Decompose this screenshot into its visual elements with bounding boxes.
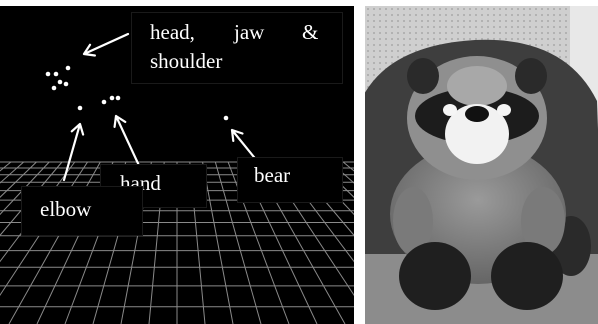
jaw-label-word: jaw [234,20,264,44]
grid-line-vertical [0,162,11,324]
shoulder-label: shoulder [150,49,222,73]
motion-marker [58,80,63,85]
motion-marker [224,116,229,121]
motion-marker [46,72,51,77]
motion-marker [78,106,83,111]
motion-marker [102,100,107,105]
grid-line-vertical [343,162,354,324]
elbow-label: elbow [40,197,91,221]
motion-marker [110,96,115,101]
head-arrow [84,34,128,56]
ampersand-label: & [302,20,318,44]
motion-marker [52,86,57,91]
raccoon-plush-illustration [365,6,598,324]
motion-capture-panel: head, jaw & shoulder hand bear elbow [0,6,354,324]
motion-marker [116,96,121,101]
motion-marker [54,72,59,77]
motion-marker [66,66,71,71]
bear-label: bear [254,163,290,187]
grid-line-vertical [203,162,233,324]
motion-marker [64,82,69,87]
raccoon-bear-photo [365,6,598,324]
elbow-arrow [64,124,83,180]
head-label-word1: head, [150,20,195,44]
